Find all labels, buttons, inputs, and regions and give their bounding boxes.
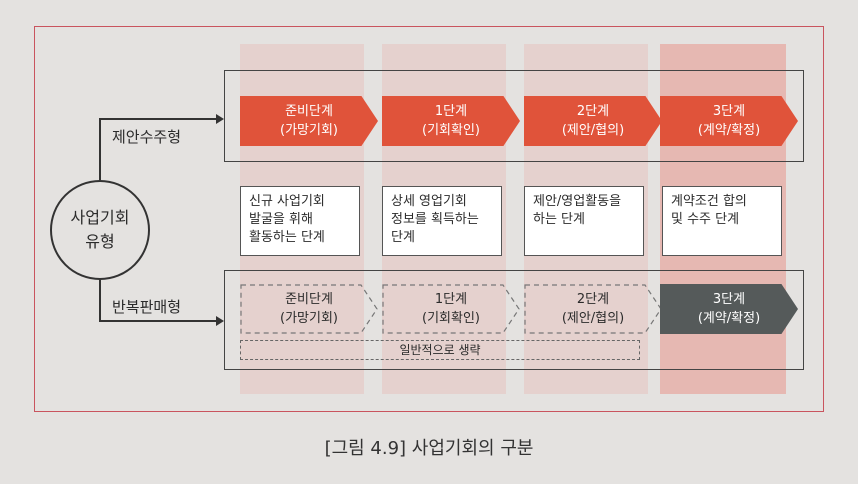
stage-description-1: 상세 영업기회 정보를 획득하는 단계: [382, 186, 502, 256]
bottom-stage-1: 1단계 (기회확인): [382, 284, 520, 334]
connector-top: [99, 118, 217, 120]
top-stage-label-1: 1단계 (기회확인): [422, 104, 480, 138]
top-stage-label-3: 3단계 (계약/확정): [697, 104, 761, 138]
bottom-stage-0: 준비단계 (가망기회): [240, 284, 378, 334]
connector-bottom: [99, 320, 217, 322]
arrow-bottom-icon: [216, 316, 224, 326]
top-stage-0: 준비단계 (가망기회): [240, 96, 378, 146]
proposal-row-box: [224, 70, 804, 162]
omitted-stages-box: 일반적으로 생략: [240, 340, 640, 360]
arrow-top-icon: [216, 114, 224, 124]
circle-label: 사업기회 유형: [70, 208, 130, 251]
top-stage-2: 2단계 (제안/협의): [524, 96, 662, 146]
connector-vertical: [99, 118, 101, 180]
diagram-frame: [34, 26, 824, 412]
top-stage-1: 1단계 (기회확인): [382, 96, 520, 146]
business-opportunity-type-circle: 사업기회 유형: [50, 180, 150, 280]
repeat-type-label: 반복판매형: [112, 298, 182, 316]
proposal-type-label: 제안수주형: [112, 128, 182, 146]
stage-description-2: 제안/영업활동을 하는 단계: [524, 186, 644, 256]
bottom-stage-label-0: 준비단계 (가망기회): [280, 292, 338, 326]
figure-caption: [그림 4.9] 사업기회의 구분: [324, 438, 534, 459]
bottom-stage-label-2: 2단계 (제안/협의): [561, 292, 625, 326]
top-stage-label-0: 준비단계 (가망기회): [280, 104, 338, 138]
bottom-stage-2: 2단계 (제안/협의): [524, 284, 662, 334]
repeat-row-box: [224, 270, 804, 370]
bottom-stage-label-3: 3단계 (계약/확정): [697, 292, 761, 326]
bottom-stage-3: 3단계 (계약/확정): [660, 284, 798, 334]
connector-vertical-bottom: [99, 280, 101, 322]
top-stage-3: 3단계 (계약/확정): [660, 96, 798, 146]
stage-description-0: 신규 사업기회 발굴을 휘해 활동하는 단계: [240, 186, 360, 256]
top-stage-label-2: 2단계 (제안/협의): [561, 104, 625, 138]
stage-description-3: 계약조건 합의 및 수주 단계: [662, 186, 782, 256]
dashed-chevron-2: [524, 284, 662, 334]
dashed-chevron-0: [240, 284, 378, 334]
bottom-stage-label-1: 1단계 (기회확인): [422, 292, 480, 326]
dashed-chevron-1: [382, 284, 520, 334]
